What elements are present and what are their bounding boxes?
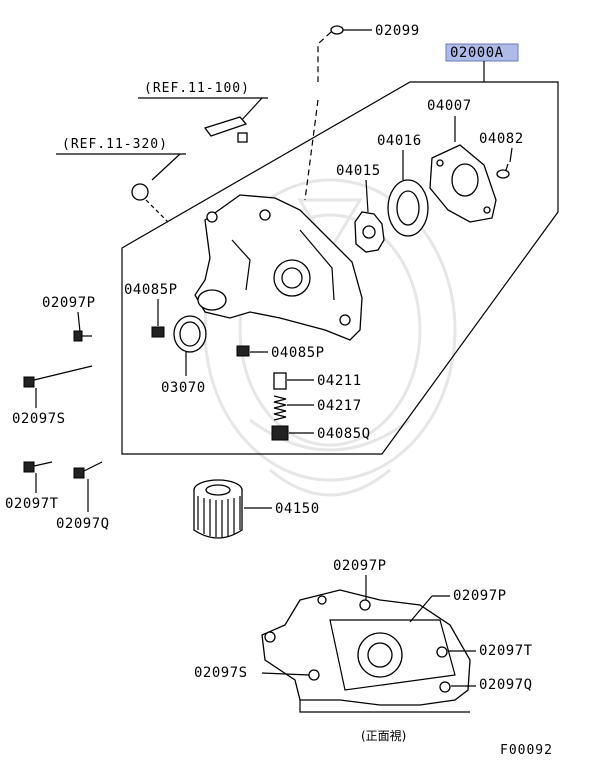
label-02099: 02099	[375, 23, 420, 39]
label-04085Q: 04085Q	[317, 426, 371, 442]
assembly-callout[interactable]: 02000A	[445, 43, 519, 82]
part-04150[interactable]: 04150	[193, 479, 320, 539]
label-02097P: 02097P	[42, 295, 96, 311]
ref-11-100-label: (REF.11-100)	[144, 81, 250, 96]
assembly-callout-label: 02000A	[450, 45, 504, 61]
label-02097S: 02097S	[12, 411, 66, 427]
part-02097Q[interactable]: 02097Q	[56, 461, 110, 532]
part-03070[interactable]: 03070	[161, 315, 207, 396]
part-02097S[interactable]: 02097S	[12, 365, 93, 427]
part-04016[interactable]: 04016	[377, 133, 429, 237]
front-view-labels: 02097P 02097P 02097T 02097S 02097Q (正面視)	[194, 558, 533, 743]
label-04085P-left: 04085P	[124, 282, 178, 298]
label-04015: 04015	[336, 163, 381, 179]
label-04211: 04211	[317, 373, 362, 389]
part-02097P[interactable]: 02097P	[42, 295, 96, 342]
ref-11-100[interactable]: (REF.11-100)	[138, 81, 268, 143]
ref-11-320-label: (REF.11-320)	[62, 137, 168, 152]
front-view-caption: (正面視)	[361, 728, 406, 743]
part-04015[interactable]: 04015	[336, 163, 385, 253]
label-02097Q: 02097Q	[56, 516, 110, 532]
label-front-02097P-right: 02097P	[453, 588, 507, 604]
part-04082[interactable]: 04082	[479, 131, 524, 179]
assembly-boundary	[121, 81, 559, 455]
label-04150: 04150	[275, 501, 320, 517]
part-02099[interactable]: 02099	[304, 23, 420, 201]
label-04217: 04217	[317, 398, 362, 414]
part-04085Q[interactable]: 04085Q	[271, 425, 371, 442]
label-02097T: 02097T	[5, 496, 59, 512]
label-04016: 04016	[377, 133, 422, 149]
part-02097T[interactable]: 02097T	[5, 461, 59, 512]
oil-pump-housing[interactable]	[194, 194, 363, 341]
label-front-02097P-top: 02097P	[333, 558, 387, 574]
label-04082: 04082	[479, 131, 524, 147]
label-04007: 04007	[427, 98, 472, 114]
label-front-02097S: 02097S	[194, 665, 248, 681]
label-03070: 03070	[161, 380, 206, 396]
figure-code: F00092	[500, 743, 553, 758]
part-04007[interactable]: 04007	[427, 98, 497, 223]
part-04217[interactable]: 04217	[273, 395, 362, 421]
label-04085P-right: 04085P	[271, 345, 325, 361]
ref-11-320[interactable]: (REF.11-320)	[56, 137, 186, 223]
label-front-02097T: 02097T	[479, 643, 533, 659]
part-04085P-right[interactable]: 04085P	[236, 345, 325, 361]
label-front-02097Q: 02097Q	[479, 677, 533, 693]
part-04085P-left[interactable]: 04085P	[124, 282, 178, 338]
front-view-pump[interactable]	[261, 589, 471, 713]
part-04211[interactable]: 04211	[273, 372, 362, 390]
